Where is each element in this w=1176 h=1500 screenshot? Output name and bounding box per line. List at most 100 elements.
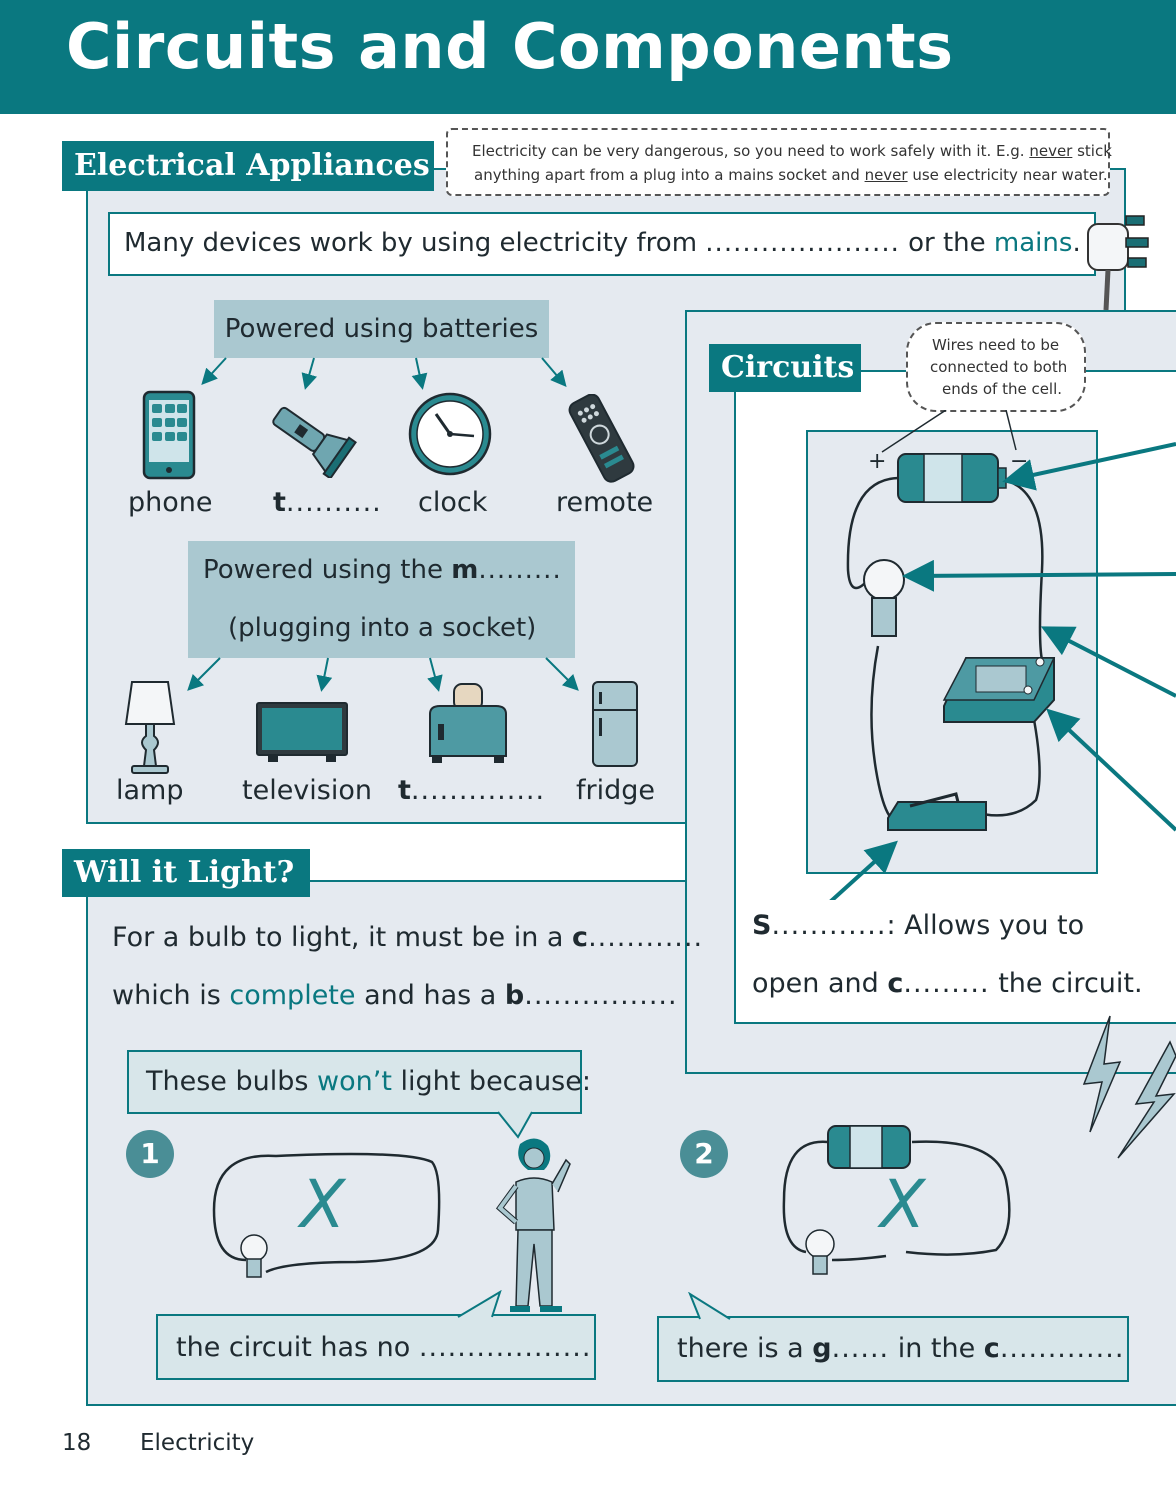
title-banner	[0, 0, 1176, 114]
answer-1-text-a: the circuit has no	[176, 1332, 419, 1363]
light-text-a: For a bulb to light, it must be in a	[112, 922, 573, 953]
speech-bubble-tail	[497, 1111, 533, 1139]
circuit-1-drawing	[212, 1152, 441, 1278]
answer-2-text-b: in the	[889, 1333, 984, 1364]
lightning-icon	[1082, 1015, 1176, 1159]
safety-note-line2: anything apart from a plug into a mains …	[474, 166, 1108, 184]
fridge-icon	[592, 681, 638, 767]
light-end: .	[668, 980, 677, 1011]
mains-label-letter: m	[451, 555, 479, 585]
answer-box-1-tail	[457, 1290, 502, 1318]
safety-text-a: Electricity can be very dangerous, so yo…	[472, 142, 1030, 160]
torch-blank: ..........	[285, 487, 382, 518]
circuits-note-line3: ends of the cell.	[942, 380, 1063, 398]
intro-box	[108, 212, 1096, 276]
answer-1-blank: .................	[418, 1332, 582, 1363]
safety-never-2: never	[864, 166, 908, 184]
intro-end: .	[1072, 228, 1081, 258]
toaster-label: t..............	[398, 775, 545, 806]
speech-text-a: These bulbs	[146, 1066, 318, 1097]
speech-text: These bulbs won’t light because:	[146, 1066, 591, 1097]
circuits-heading: Circuits	[709, 344, 861, 392]
mains-label-line1: Powered using the m.........	[203, 555, 562, 585]
switch-letter: S	[752, 910, 772, 941]
page-title: Circuits and Components	[66, 10, 954, 83]
remote-icon	[568, 394, 635, 483]
badge-1: 1	[126, 1130, 174, 1178]
mains-label-blank: .........	[478, 555, 562, 585]
answer-2-end: .	[1114, 1333, 1124, 1364]
switch-text-b1: open and	[752, 968, 888, 999]
torch-letter: t	[273, 487, 286, 518]
intro-text-a: Many devices work by using electricity f…	[124, 228, 706, 258]
torch-icon	[272, 406, 357, 478]
safety-text-c: anything apart from a plug into a mains …	[474, 166, 865, 184]
answer-box-1	[156, 1314, 596, 1380]
scientist-figure	[495, 1138, 571, 1312]
answer-2-text: there is a g...... in the c.............	[677, 1333, 1123, 1364]
light-letter-c: c	[572, 922, 589, 953]
light-line2: which is complete and has a b...........…	[112, 980, 677, 1011]
will-it-light-heading: Will it Light?	[62, 849, 310, 897]
cross-mark-2: X	[880, 1166, 926, 1243]
speech-bubble	[127, 1050, 582, 1114]
batteries-arrows	[201, 357, 567, 390]
answer-2-letter-c: c	[983, 1333, 1000, 1364]
circuit-2-drawing	[782, 1125, 1011, 1275]
safety-text-d: use electricity near water.	[907, 166, 1108, 184]
appliances-heading: Electrical Appliances	[62, 141, 434, 191]
circuit-diagram: + −	[829, 410, 1176, 900]
answer-1-end: .	[581, 1332, 591, 1363]
clock-label: clock	[418, 487, 488, 518]
lamp-label: lamp	[116, 775, 184, 806]
switch-letter-2: c	[887, 968, 904, 999]
circuits-note-line2: connected to both	[930, 358, 1068, 376]
badge-2: 2	[680, 1130, 728, 1178]
television-icon	[256, 702, 348, 762]
torch-label: t..........	[273, 487, 382, 518]
minus-sign: −	[1010, 449, 1028, 474]
batteries-label: Powered using batteries	[214, 300, 549, 358]
answer-box-2-tail	[688, 1292, 731, 1320]
mains-label	[188, 541, 575, 658]
light-blank-2: ...............	[524, 980, 668, 1011]
answer-2-text-a: there is a	[677, 1333, 813, 1364]
answer-2-blank-1: ......	[831, 1333, 890, 1364]
safety-note	[446, 128, 1110, 196]
speech-text-b: light because:	[391, 1066, 591, 1097]
safety-note-line1: Electricity can be very dangerous, so yo…	[472, 142, 1112, 160]
plug-icon	[1087, 215, 1149, 311]
toaster-blank: ..............	[410, 775, 546, 806]
speech-wont: won’t	[317, 1066, 392, 1097]
cross-mark-1: X	[300, 1166, 346, 1243]
answer-2-blank-2: ............	[999, 1333, 1115, 1364]
switch-line1: S............: Allows you to	[752, 910, 1084, 941]
light-letter-b: b	[504, 980, 525, 1011]
answer-1-text: the circuit has no ..................	[176, 1332, 590, 1363]
page-number: 18	[62, 1430, 92, 1456]
intro-text-b: or the	[899, 228, 994, 258]
remote-label: remote	[556, 487, 654, 518]
switch-blank: ............	[771, 910, 887, 941]
intro-sentence: Many devices work by using electricity f…	[124, 228, 1081, 258]
toaster-letter: t	[398, 775, 411, 806]
television-label: television	[242, 775, 372, 806]
toaster-icon	[429, 683, 507, 763]
section-name: Electricity	[140, 1430, 255, 1456]
plus-sign: +	[868, 449, 886, 474]
lamp-icon	[124, 681, 176, 774]
circuits-note	[906, 322, 1086, 412]
light-blank-1: ............	[588, 922, 704, 953]
switch-text-a: : Allows you to	[886, 910, 1085, 941]
light-text-b: which is	[112, 980, 230, 1011]
mains-label-line2: (plugging into a socket)	[228, 613, 537, 643]
mains-arrows	[187, 657, 579, 692]
safety-never-1: never	[1029, 142, 1073, 160]
mains-label-text: Powered using the	[203, 555, 452, 585]
intro-mains: mains	[993, 228, 1073, 258]
light-text-c: and has a	[355, 980, 505, 1011]
phone-label: phone	[128, 487, 213, 518]
intro-blank: .....................	[705, 228, 900, 258]
light-complete: complete	[229, 980, 356, 1011]
clock-icon	[408, 392, 492, 476]
